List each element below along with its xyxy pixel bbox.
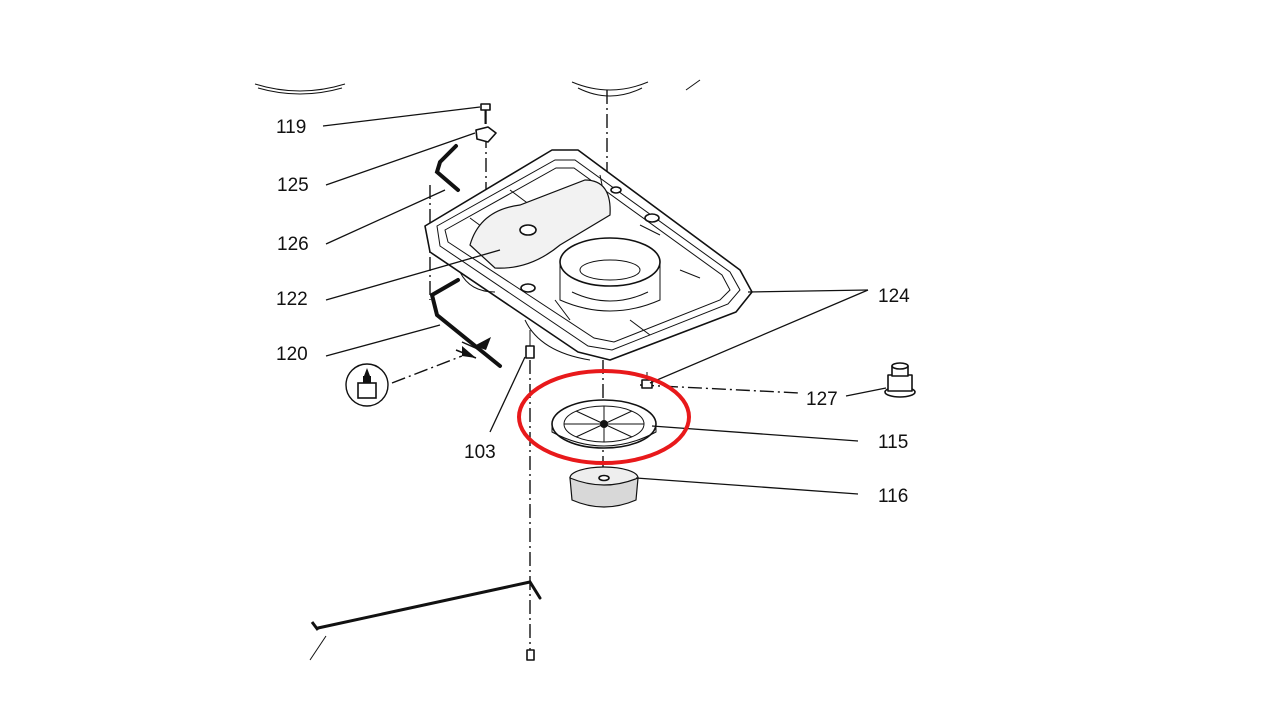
glue-bottle-icon bbox=[345, 363, 389, 407]
callout-122: 122 bbox=[276, 289, 308, 310]
bent-rod-126 bbox=[434, 144, 460, 192]
callout-115: 115 bbox=[878, 432, 908, 453]
leader-lines bbox=[322, 106, 887, 495]
top-fragments bbox=[254, 79, 701, 97]
screw-103 bbox=[525, 330, 535, 359]
callout-124: 124 bbox=[878, 286, 910, 307]
bent-rod-120 bbox=[429, 278, 502, 368]
callout-116: 116 bbox=[878, 486, 908, 507]
screw-119 bbox=[480, 103, 491, 124]
callout-119: 119 bbox=[276, 117, 306, 138]
highlight-circle bbox=[517, 369, 691, 465]
bottom-rod bbox=[309, 580, 542, 661]
callout-120: 120 bbox=[276, 344, 308, 365]
clip-125 bbox=[475, 126, 497, 143]
callout-labels: 119 125 126 122 120 103 124 127 115 116 bbox=[276, 117, 910, 507]
callout-126: 126 bbox=[277, 234, 309, 255]
callout-127: 127 bbox=[806, 389, 838, 410]
valve-127 bbox=[884, 362, 916, 398]
impeller-115 bbox=[551, 399, 657, 449]
cup-116 bbox=[569, 466, 639, 508]
callout-103: 103 bbox=[464, 442, 496, 463]
callout-125: 125 bbox=[277, 175, 309, 196]
base-housing bbox=[424, 149, 753, 361]
